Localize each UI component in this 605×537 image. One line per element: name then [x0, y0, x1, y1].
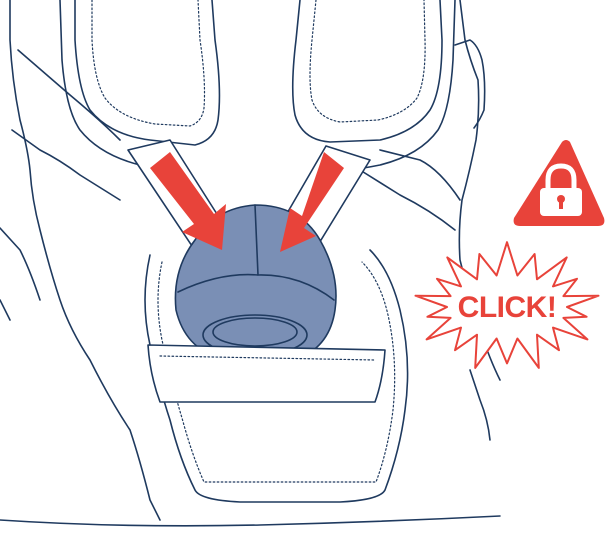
lock-warning-icon: [514, 140, 605, 226]
seat-wing-right: [455, 40, 485, 128]
right-strap-outer: [320, 0, 455, 172]
click-burst: CLICK!: [416, 242, 599, 368]
left-shoulder-pad: [75, 0, 219, 145]
seat-base-edge: [470, 370, 490, 440]
buckle-release-button-inner: [213, 318, 297, 346]
seat-edge-left: [0, 228, 40, 320]
seat-base-line: [0, 516, 500, 526]
click-label: CLICK!: [458, 291, 557, 324]
lock-keyhole-slot: [559, 200, 563, 209]
seat-shell-left: [10, 0, 160, 520]
left-shoulder-pad-stitch: [92, 0, 205, 126]
seat-side-right: [360, 150, 460, 230]
seat-side-left: [12, 50, 120, 200]
right-shoulder-pad-stitch: [310, 0, 425, 122]
buckle-pocket-flap: [148, 345, 385, 402]
